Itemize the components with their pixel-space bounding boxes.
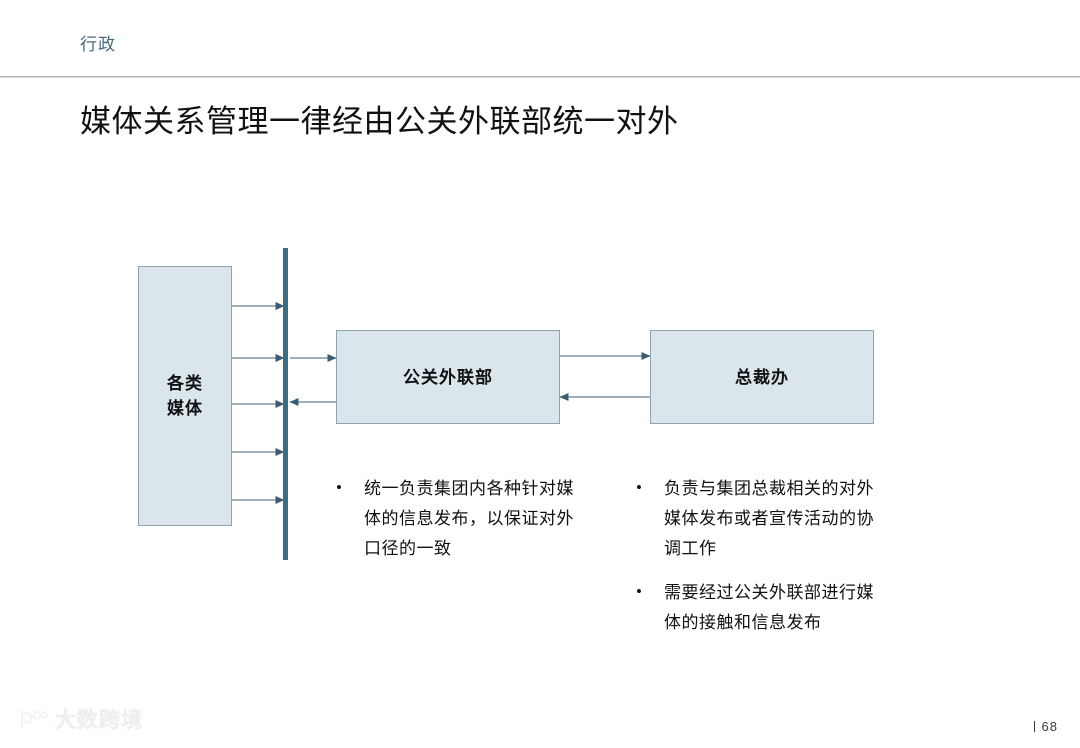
page-number-value: 68	[1041, 719, 1058, 734]
page-number: 68	[1033, 719, 1058, 734]
page-title: 媒体关系管理一律经由公关外联部统一对外	[80, 104, 679, 139]
node-box-pr-department[interactable]: 公关外联部	[336, 330, 560, 424]
node-label-presidents-office: 总裁办	[735, 367, 789, 387]
bullet-list-pr-department: 统一负责集团内各种针对媒体的信息发布，以保证对外口径的一致	[330, 473, 582, 564]
node-box-media[interactable]: 各类 媒体	[138, 266, 232, 526]
vertical-boundary-bar	[283, 248, 288, 560]
watermark-text: 大数跨境	[55, 709, 143, 733]
slide-kicker: 行政	[80, 35, 116, 54]
header-divider-rule	[0, 76, 1080, 78]
page-number-separator	[1033, 721, 1035, 732]
node-label-media: 各类 媒体	[167, 374, 203, 418]
bullet-list-presidents-office: 负责与集团总裁相关的对外媒体发布或者宣传活动的协调工作 需要经过公关外联部进行媒…	[630, 473, 888, 638]
bullet-item: 统一负责集团内各种针对媒体的信息发布，以保证对外口径的一致	[330, 473, 582, 564]
watermark-logo-icon	[21, 710, 48, 728]
bullet-item: 负责与集团总裁相关的对外媒体发布或者宣传活动的协调工作	[630, 473, 888, 564]
bullet-item: 需要经过公关外联部进行媒体的接触和信息发布	[630, 577, 888, 638]
node-label-pr-department: 公关外联部	[403, 367, 493, 387]
node-box-presidents-office[interactable]: 总裁办	[650, 330, 874, 424]
watermark: 大数跨境	[18, 704, 143, 734]
